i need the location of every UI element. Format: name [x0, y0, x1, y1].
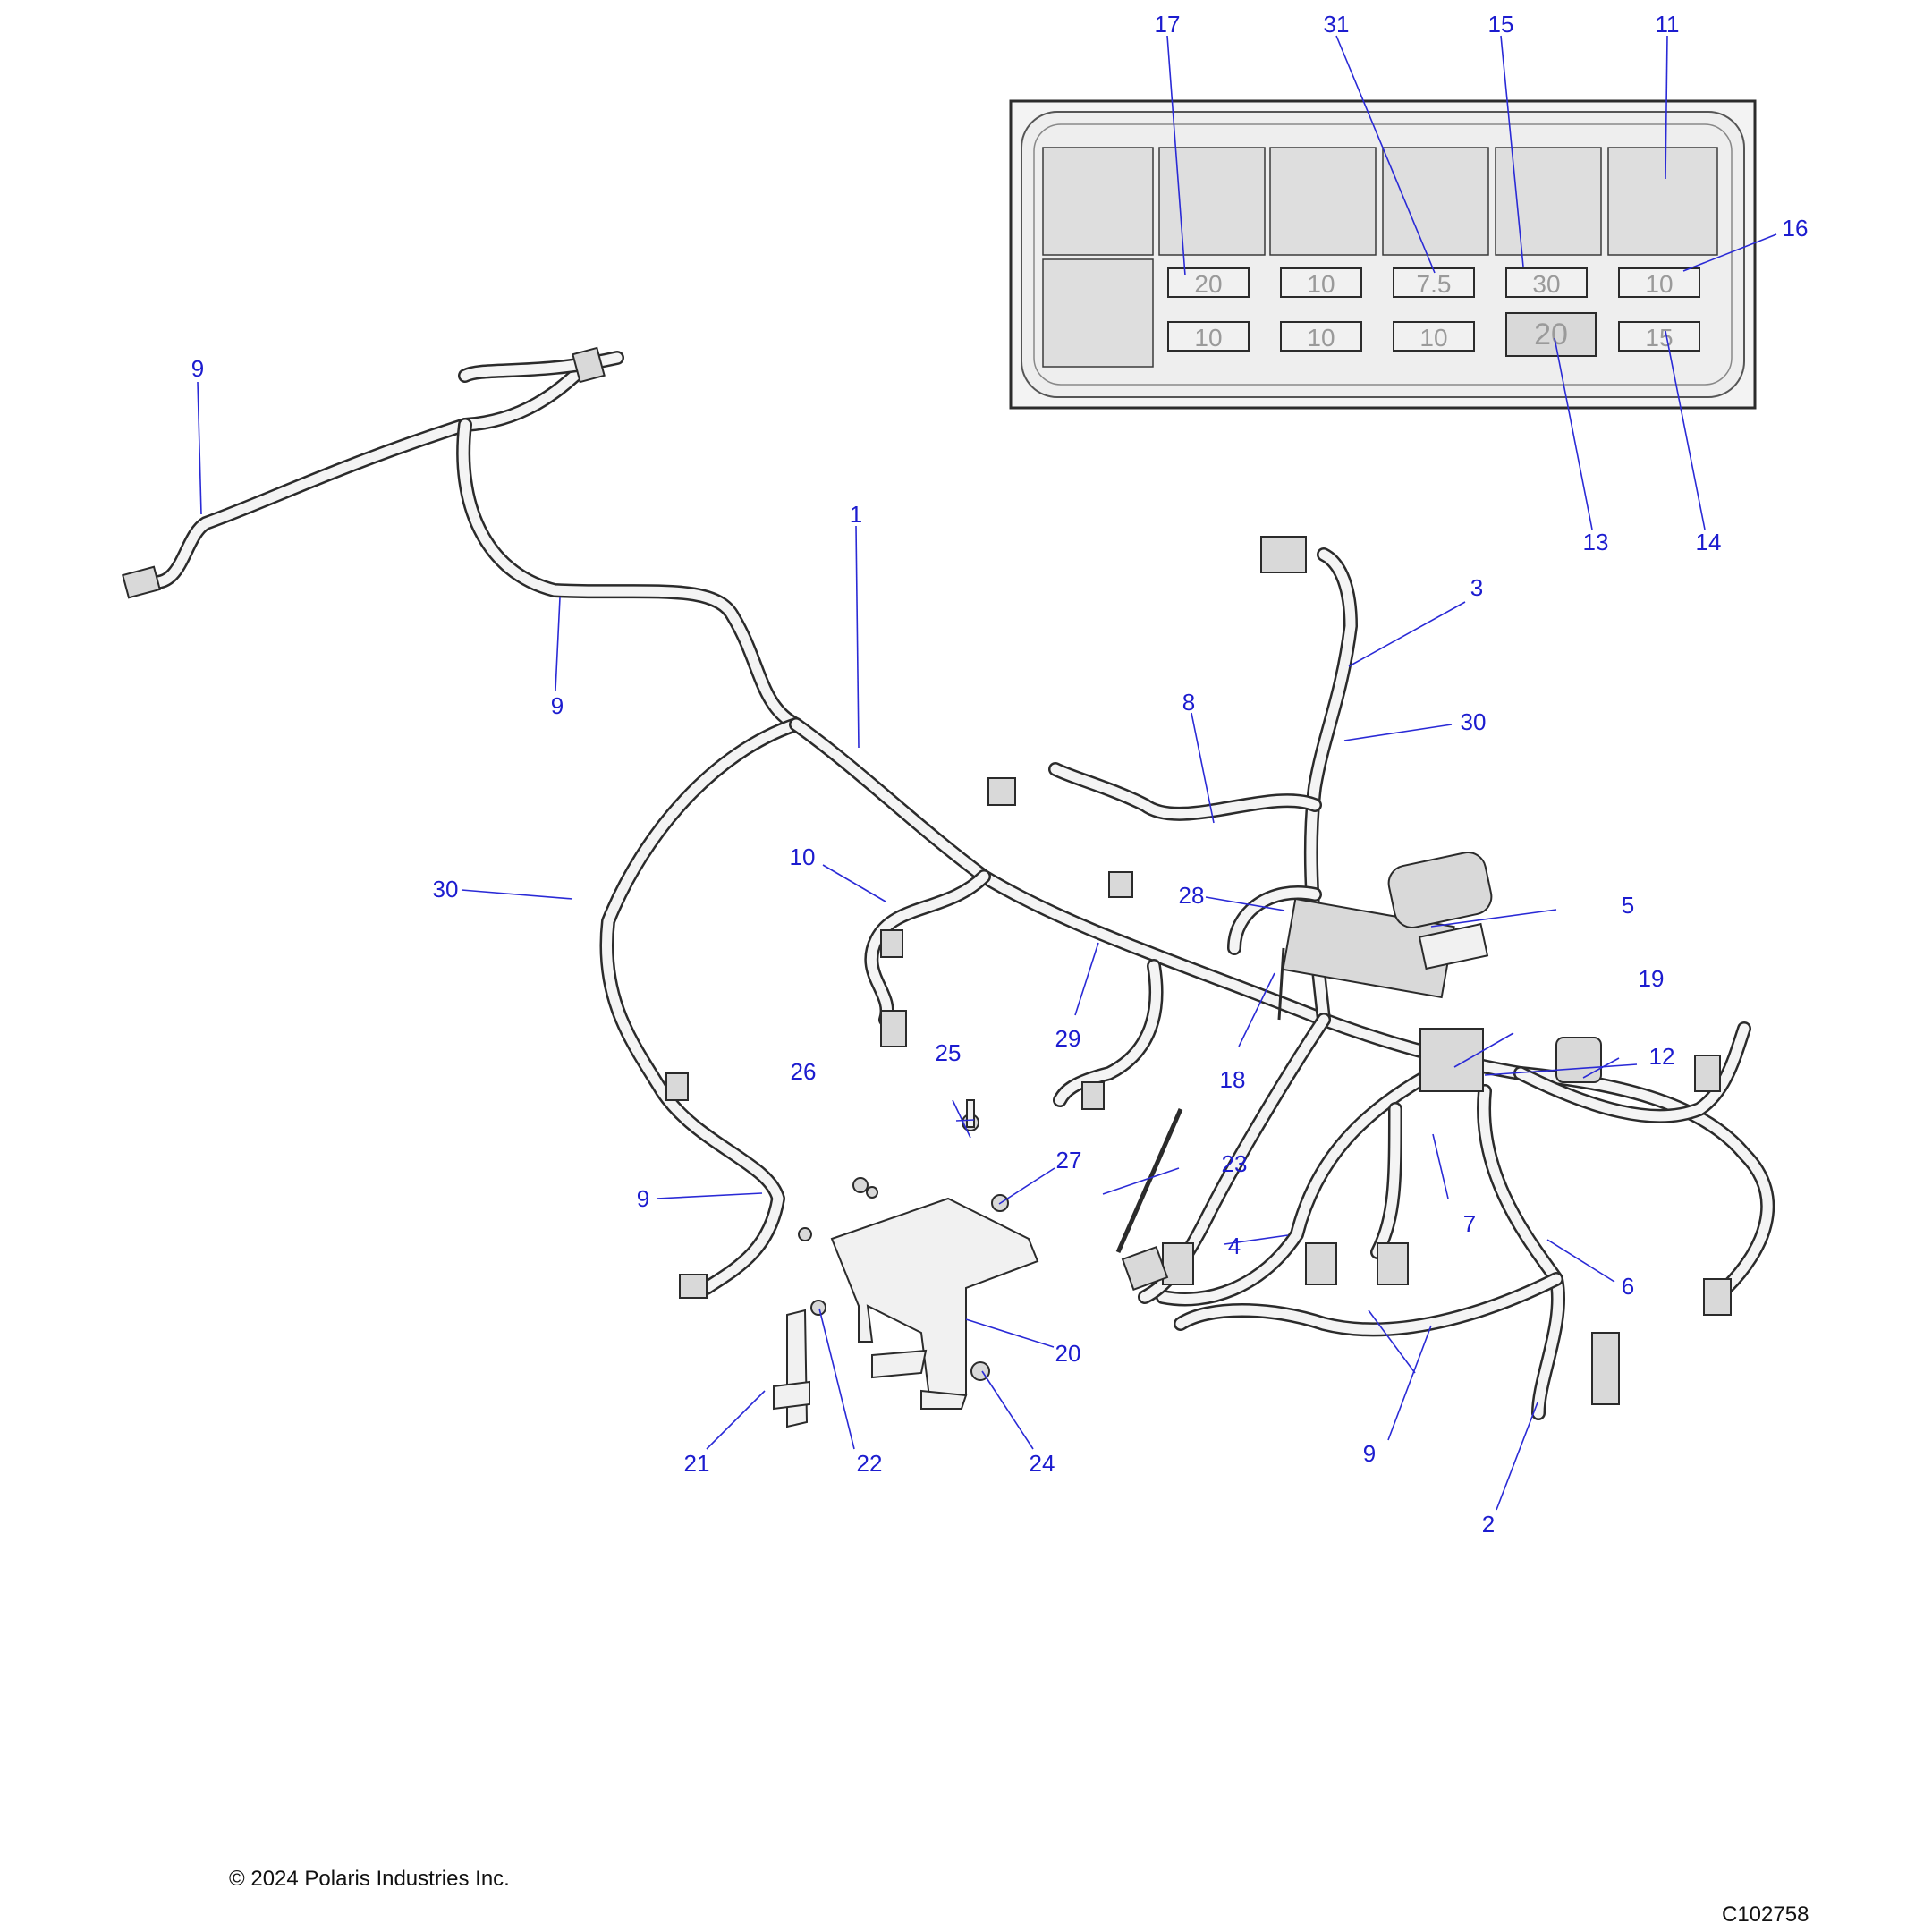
leader-lines [197, 35, 1777, 1511]
callout-30-a: 30 [1461, 708, 1487, 735]
callout-14: 14 [1696, 529, 1722, 555]
copyright-notice: © 2024 Polaris Industries Inc. [229, 1867, 510, 1891]
callout-labels: 17 31 15 11 16 13 14 9 9 1 3 30 8 10 30 … [191, 11, 1809, 1538]
fuse-top-5: 10 [1645, 270, 1673, 298]
callout-4: 4 [1228, 1233, 1241, 1259]
callout-11: 11 [1656, 11, 1680, 38]
callout-21: 21 [684, 1450, 710, 1477]
callout-8: 8 [1182, 689, 1195, 716]
callout-25: 25 [936, 1039, 962, 1066]
callout-22: 22 [857, 1450, 883, 1477]
fuse-top-4: 30 [1532, 270, 1560, 298]
callout-12: 12 [1649, 1043, 1675, 1070]
callout-3: 3 [1470, 574, 1483, 601]
fuse-row-bottom: 10 10 10 20 15 [1167, 312, 1700, 357]
callout-7: 7 [1463, 1210, 1476, 1237]
harness-components [122, 346, 1732, 1405]
callout-23: 23 [1222, 1150, 1248, 1177]
callout-29: 29 [1055, 1025, 1081, 1052]
fuse-top-3: 7.5 [1417, 270, 1452, 298]
callout-2: 2 [1482, 1511, 1495, 1538]
fuse-bottom-4: 20 [1534, 318, 1568, 352]
callout-9-a: 9 [191, 355, 204, 382]
mounting-brackets [773, 1099, 1039, 1428]
fuse-bottom-1: 10 [1194, 324, 1222, 352]
fuse-box-inset: 20 10 7.5 30 10 10 10 10 20 15 [1009, 99, 1757, 410]
callout-6: 6 [1622, 1273, 1634, 1300]
diagram-code: C102758 [1722, 1902, 1809, 1927]
callout-10: 10 [790, 843, 816, 870]
callout-24: 24 [1030, 1450, 1055, 1477]
callout-16: 16 [1783, 215, 1809, 242]
callout-28: 28 [1179, 882, 1205, 909]
callout-1: 1 [850, 501, 862, 528]
callout-9-c: 9 [637, 1185, 649, 1212]
callout-20: 20 [1055, 1340, 1081, 1367]
callout-17: 17 [1155, 11, 1181, 38]
fuse-top-1: 20 [1194, 270, 1222, 298]
callout-9-b: 9 [551, 692, 564, 719]
callout-15: 15 [1488, 11, 1514, 38]
callout-31: 31 [1324, 11, 1350, 38]
fuse-bottom-3: 10 [1419, 324, 1447, 352]
fuse-bottom-2: 10 [1307, 324, 1335, 352]
callout-30-b: 30 [433, 876, 459, 902]
fuse-top-2: 10 [1307, 270, 1335, 298]
callout-5: 5 [1622, 892, 1634, 919]
callout-19: 19 [1639, 965, 1665, 992]
fuse-row-top: 20 10 7.5 30 10 [1167, 267, 1700, 298]
callout-9-d: 9 [1363, 1440, 1376, 1467]
callout-26: 26 [791, 1058, 817, 1085]
callout-13: 13 [1583, 529, 1609, 555]
callout-18: 18 [1220, 1066, 1246, 1093]
callout-27: 27 [1056, 1147, 1082, 1174]
